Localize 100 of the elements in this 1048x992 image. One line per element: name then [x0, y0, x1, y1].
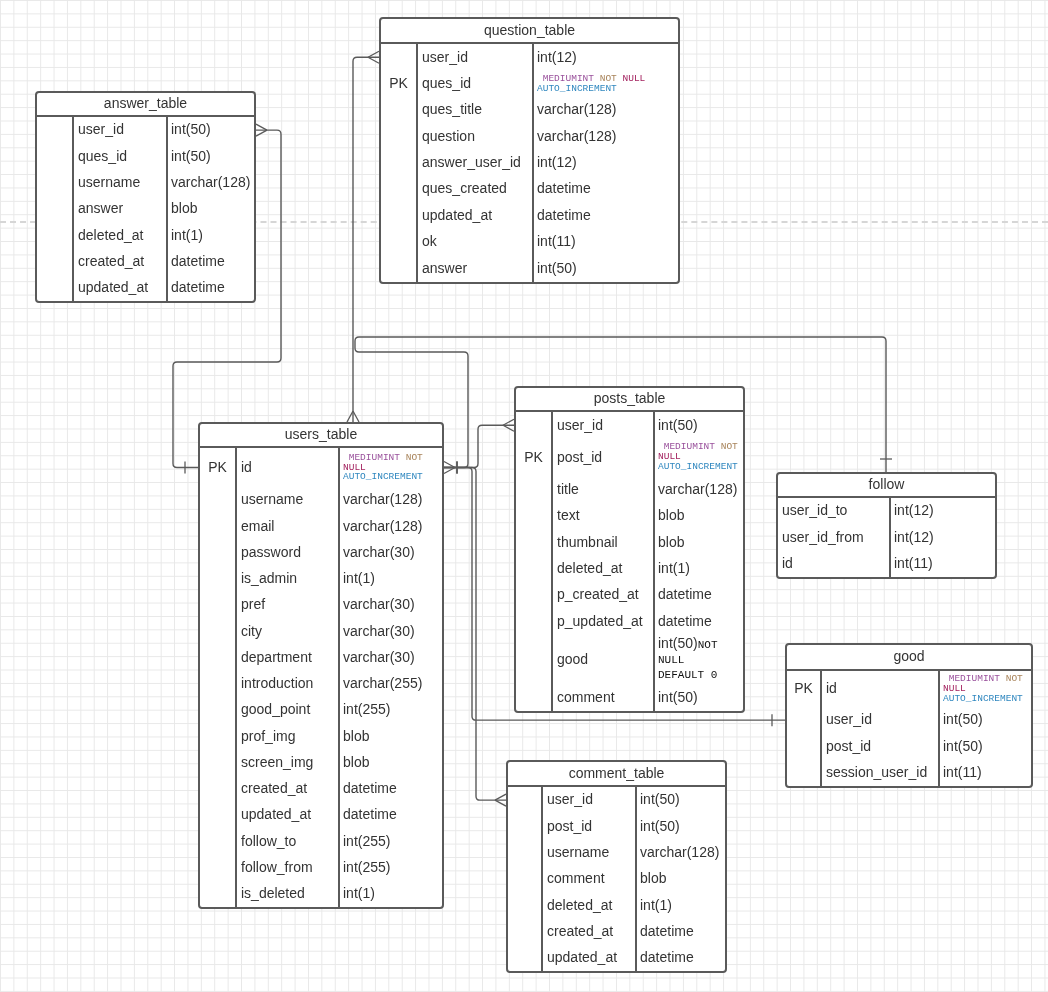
entity-table [35, 91, 256, 304]
entity-table [379, 17, 680, 284]
column-name: comment [547, 871, 605, 887]
column-type: varchar(30) [343, 649, 415, 666]
column-type: int(11) [537, 234, 576, 250]
table-name: posts_table [593, 391, 666, 407]
column-name: user_id [557, 417, 603, 433]
table-name: question_table [483, 22, 576, 39]
column-name: user_id [826, 712, 872, 728]
entity-table [785, 643, 1033, 788]
column-type: datetime [171, 280, 225, 296]
column-type: datetime [658, 587, 712, 603]
column-name: updated_at [78, 280, 149, 296]
column-type: blob [343, 728, 370, 745]
entity-table [198, 422, 444, 909]
column-name: ques_created [422, 181, 507, 197]
column-name: password [241, 544, 301, 561]
column-type: int(255) [343, 833, 391, 850]
column-type: int(1) [640, 897, 672, 914]
column-name: text [557, 508, 580, 524]
column-name: user_id [422, 49, 468, 65]
column-name: follow_to [241, 833, 297, 850]
relationship-line [346, 50, 380, 423]
column-type: datetime [537, 207, 591, 224]
column-type: varchar(128) [658, 481, 738, 498]
column-name: answer [78, 201, 124, 217]
column-type: int(1) [343, 571, 375, 587]
column-type: int(50) [658, 417, 698, 433]
column-type: int(255) [343, 859, 391, 876]
column-name: created_at [241, 781, 308, 797]
column-type: datetime [640, 950, 694, 966]
column-type: varchar(128) [537, 102, 617, 118]
column-type: blob [171, 201, 198, 217]
column-name: deleted_at [557, 561, 623, 577]
table-name: answer_table [103, 96, 188, 112]
column-name: is_deleted [241, 886, 305, 902]
column-name: ok [422, 234, 437, 250]
column-type: blob [658, 508, 685, 524]
relationship-line [443, 460, 507, 807]
column-type: int(12) [894, 503, 934, 519]
column-name: user_id [547, 792, 593, 808]
column-name: p_updated_at [557, 613, 643, 630]
column-name: id [782, 556, 793, 572]
column-type: datetime [171, 253, 225, 270]
column-type: datetime [640, 923, 694, 940]
column-name: deleted_at [547, 897, 613, 914]
entity-table [506, 760, 727, 974]
column-type: int(12) [537, 49, 577, 65]
table-name: follow [868, 477, 905, 493]
column-name: user_id_to [782, 503, 848, 519]
column-type: datetime [343, 781, 397, 797]
table-name: good [893, 649, 925, 665]
column-name: good_point [241, 702, 311, 718]
column-type: datetime [343, 807, 397, 823]
column-type: int(50) [640, 818, 680, 835]
column-type: int(50) [171, 122, 211, 138]
column-name: username [78, 175, 141, 191]
column-type: int(50) [640, 792, 680, 808]
column-type: varchar(128) [343, 492, 423, 508]
column-name: city [241, 623, 262, 640]
column-name: session_user_id [826, 765, 928, 781]
column-type: int(50) [943, 712, 983, 728]
column-type: int(50) [171, 148, 211, 165]
column-name: ques_id [78, 148, 128, 165]
column-type: int(12) [537, 155, 577, 171]
relationship-line [354, 336, 893, 475]
column-name: title [557, 481, 579, 498]
column-type: int(50) [943, 738, 983, 755]
table-name: users_table [284, 427, 358, 443]
column-name: id [826, 681, 837, 697]
key-label: PK [389, 75, 408, 92]
column-name: updated_at [547, 950, 618, 966]
column-name: ques_title [422, 102, 482, 118]
column-name: username [547, 845, 610, 861]
column-name: username [241, 492, 304, 508]
table-name: comment_table [568, 765, 665, 782]
column-type: varchar(128) [343, 518, 423, 535]
column-type: varchar(30) [343, 623, 415, 640]
column-name: answer_user_id [422, 155, 521, 171]
column-name: screen_img [241, 754, 314, 771]
column-type: MEDIUMINT NOT NULL AUTO_INCREMENT [537, 73, 647, 94]
column-type: int(50)NOT NULL DEFAULT 0 [658, 637, 719, 683]
column-type: varchar(30) [343, 597, 415, 613]
column-type: blob [343, 754, 370, 771]
column-name: comment [557, 690, 615, 706]
column-type: int(1) [171, 227, 203, 244]
column-name: user_id [78, 122, 124, 138]
column-name: follow_from [241, 859, 313, 876]
column-type: blob [658, 534, 685, 551]
column-name: post_id [547, 818, 593, 835]
column-type: int(12) [894, 529, 934, 546]
column-type: MEDIUMINT NOT NULL AUTO_INCREMENT [343, 452, 424, 483]
column-type: varchar(255) [343, 676, 423, 692]
column-type: blob [640, 871, 667, 887]
column-name: department [241, 649, 312, 666]
column-name: question [422, 128, 475, 145]
relationship-line [172, 123, 282, 475]
column-type: int(255) [343, 702, 391, 718]
column-type: MEDIUMINT NOT NULL AUTO_INCREMENT [943, 674, 1024, 704]
column-name: prof_img [241, 728, 296, 745]
